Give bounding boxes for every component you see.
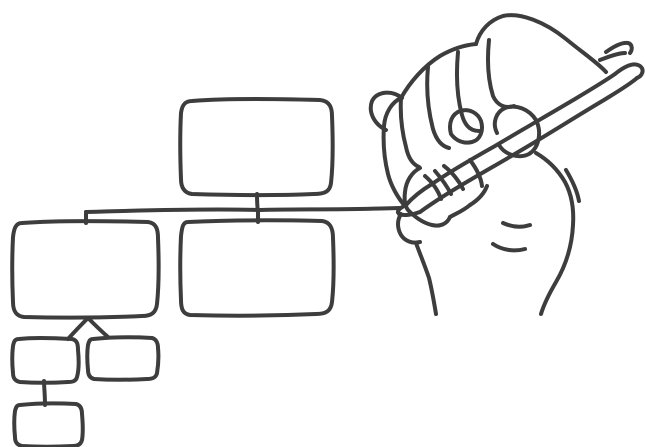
org-node-left-grandchild-1 [12,338,78,383]
org-node-left-grandchild-2 [87,337,158,379]
org-node-left-child [12,221,158,318]
diagram-ink [12,15,642,447]
org-node-left-great-grandchild [14,403,83,446]
connector-left-branch-a [68,318,88,339]
org-node-root [180,99,332,195]
connector-horizontal-bar [86,208,400,212]
org-node-right-child [180,220,333,315]
hand-icon [371,15,606,314]
connector-left-branch-b [88,318,108,337]
